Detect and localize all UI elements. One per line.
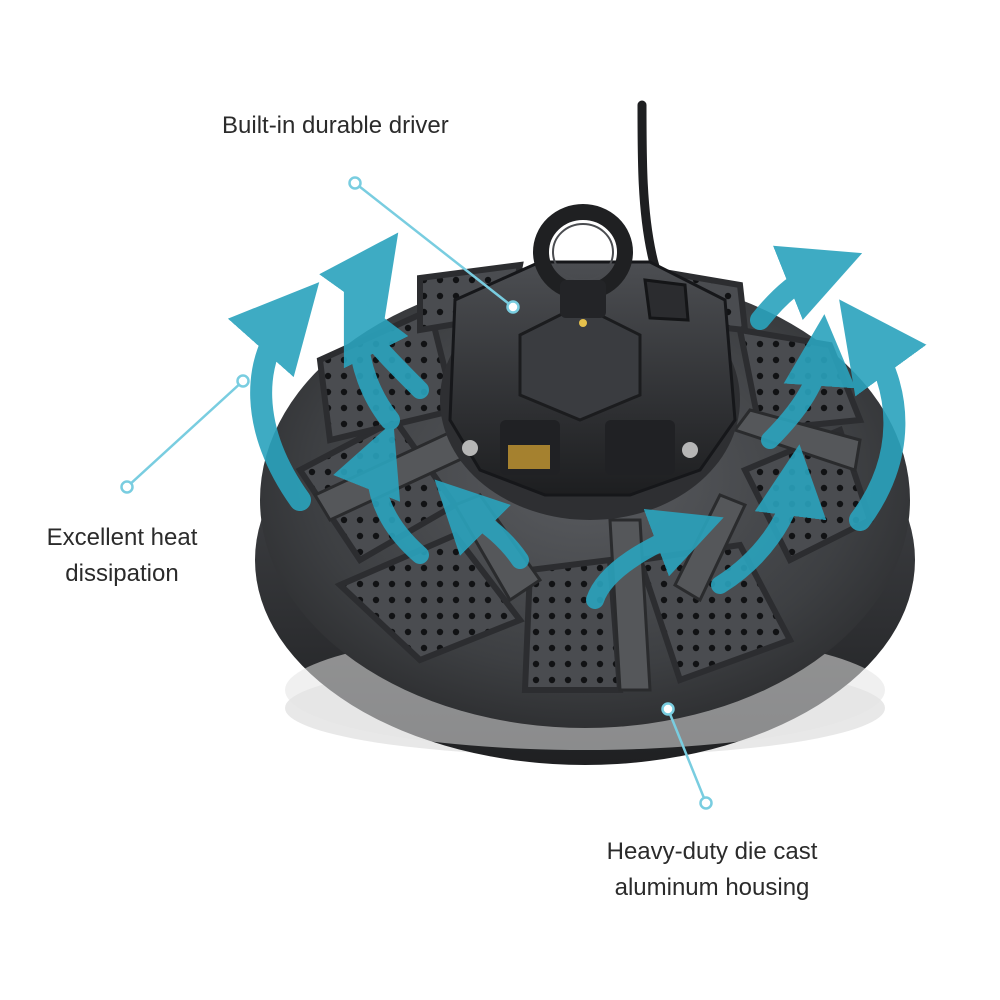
callout-housing-line2: aluminum housing — [614, 874, 810, 901]
callout-heat-label: Excellent heat dissipation — [37, 520, 207, 592]
housing-leader-end-dot — [699, 796, 713, 810]
airflow-arrows — [227, 232, 927, 609]
driver-leader-end-dot — [348, 176, 362, 190]
callout-heat-line1: Excellent heat — [46, 524, 198, 551]
eye-bolt-hook — [533, 204, 633, 327]
callout-heat-line2: dissipation — [65, 560, 179, 587]
driver-label-sticker — [508, 445, 550, 469]
cable-gland — [643, 278, 690, 322]
heat-leader-anchor-dot — [236, 374, 250, 388]
callout-housing-label: Heavy-duty die cast aluminum housing — [594, 834, 830, 906]
driver-leader-anchor-dot — [506, 300, 520, 314]
heat-leader-end-dot — [120, 480, 134, 494]
callout-leaders — [120, 176, 713, 810]
heat-leader-line — [126, 380, 244, 488]
terminal-screw-left — [462, 440, 478, 456]
callout-driver-line1: Built-in durable driver — [222, 112, 449, 139]
callout-housing-line1: Heavy-duty die cast — [606, 838, 818, 865]
driver-housing — [440, 260, 740, 520]
terminal-screw-right — [682, 442, 698, 458]
callout-driver-label: Built-in durable driver — [222, 108, 449, 144]
driver-leader-line — [354, 182, 514, 308]
housing-leader-line — [666, 708, 708, 804]
housing-leader-anchor-dot — [661, 702, 675, 716]
